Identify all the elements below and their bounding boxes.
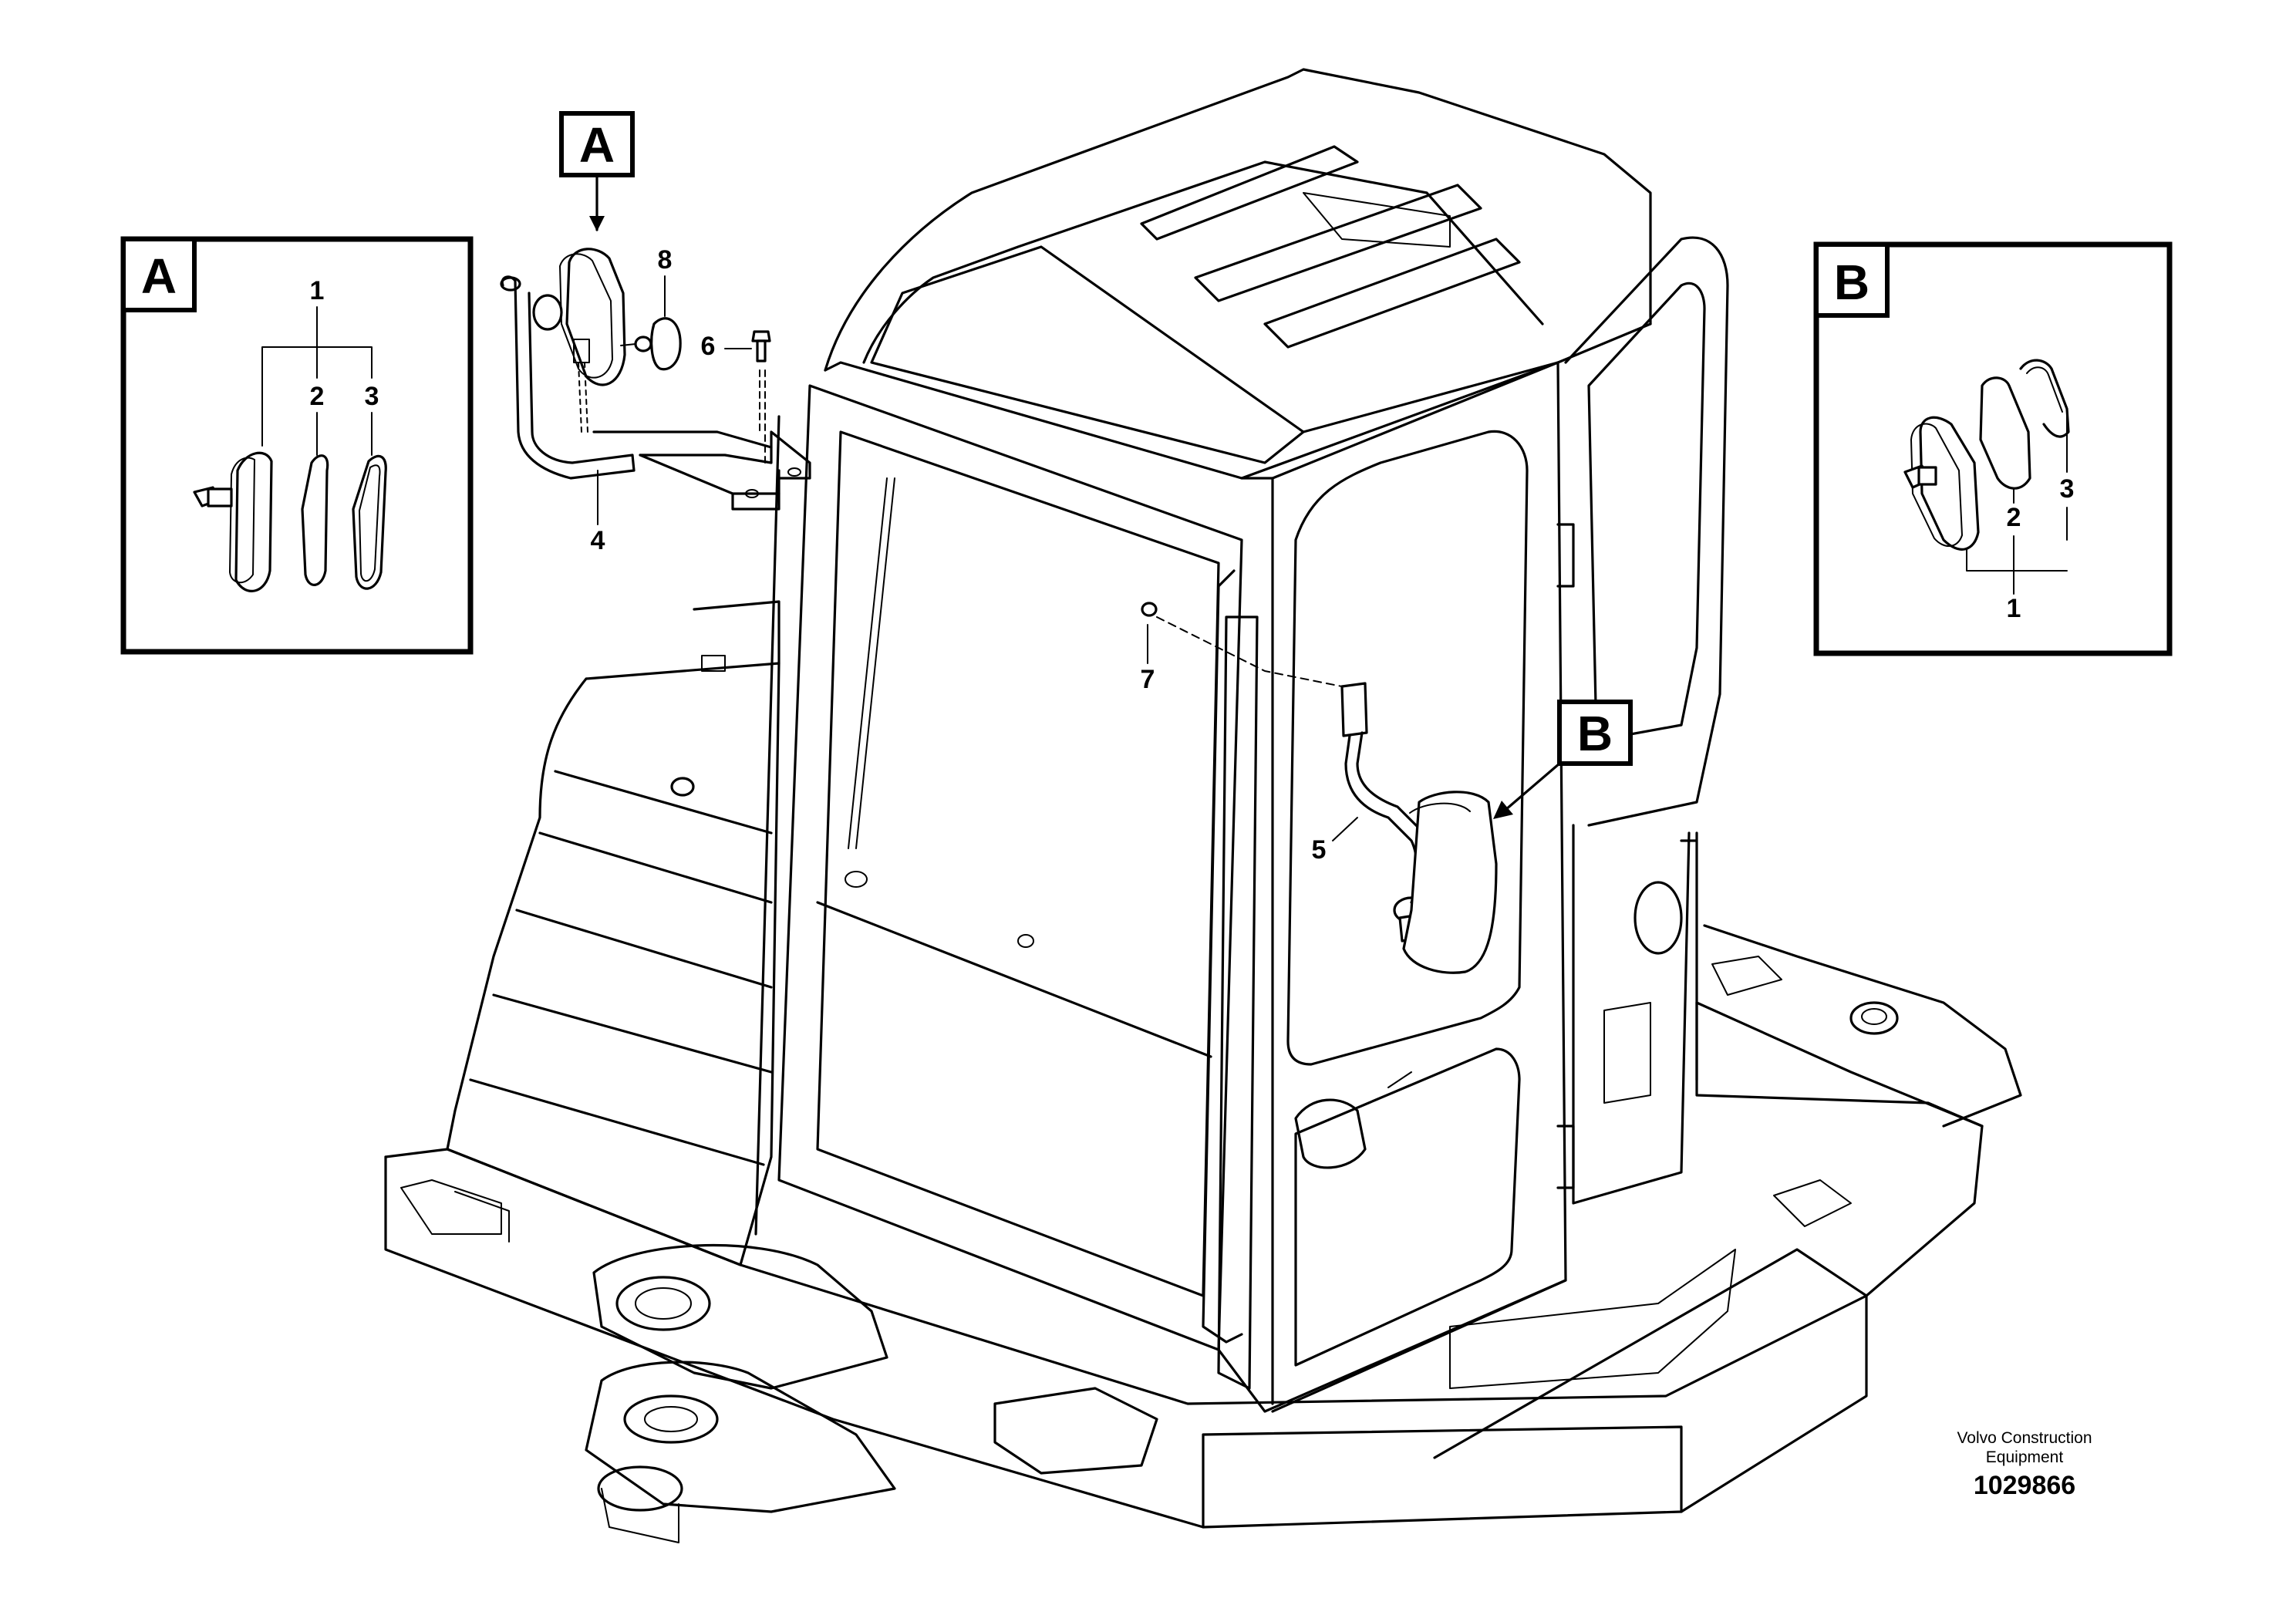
excavator-cab-drawing [384, 68, 2022, 1543]
detail-b-callout-3: 3 [2060, 474, 2075, 504]
document-number: 1029866 [1974, 1471, 2075, 1500]
swing-bracket [400, 1179, 896, 1543]
callout-6: 6 [701, 332, 716, 361]
upper-frame [384, 924, 2022, 1529]
mirror-bracket-4 [500, 275, 811, 511]
detail-box-a: A 1 2 3 [120, 236, 474, 655]
detail-a-glass [301, 454, 329, 586]
detail-b-tag: B [1834, 255, 1870, 310]
right-mirror-head [1402, 791, 1498, 974]
main-tag-b: B [1577, 706, 1613, 761]
screw-7 [1141, 602, 1158, 617]
detail-a-callout-3: 3 [365, 382, 379, 411]
detail-b-glass [1979, 376, 2031, 490]
detail-a-tag: A [141, 248, 177, 304]
callout-7: 7 [1141, 665, 1155, 694]
footer: Volvo Construction Equipment 1029866 [1957, 1429, 2092, 1500]
detail-b-tag-box [1814, 242, 1890, 318]
brand-line-1: Volvo Construction [1957, 1429, 2092, 1447]
right-mirror-assembly: 7 5 B [1141, 602, 1633, 974]
counterweight [446, 600, 781, 1266]
detail-b-mirror [1903, 416, 1980, 551]
left-mirror-head [565, 248, 626, 386]
detail-a-gasket [352, 454, 387, 590]
detail-b-callout-2: 2 [2007, 503, 2021, 532]
main-tag-b-box [1557, 700, 1633, 766]
detail-a-tag-box [121, 237, 197, 312]
detail-a-callout-1: 1 [310, 276, 325, 305]
left-mirror-assembly: A 8 4 6 [500, 111, 811, 555]
brand-line-2: Equipment [1986, 1448, 2064, 1466]
step-box [993, 1387, 1158, 1475]
detail-b-gasket [2019, 359, 2070, 438]
main-tag-a-box [559, 111, 635, 177]
detail-box-b: B 3 2 1 [1813, 241, 2173, 656]
detail-b-callout-1: 1 [2007, 594, 2021, 623]
grab-handle [1202, 569, 1243, 1344]
cab-shell [754, 68, 1729, 1413]
main-tag-a: A [579, 117, 615, 173]
bolt-6 [751, 330, 771, 464]
detail-a-callout-2: 2 [310, 382, 325, 411]
cap-8 [650, 317, 682, 371]
detail-a-mirror [193, 451, 273, 592]
callout-4: 4 [591, 526, 605, 555]
callout-5: 5 [1312, 835, 1327, 865]
callout-8: 8 [658, 245, 673, 275]
